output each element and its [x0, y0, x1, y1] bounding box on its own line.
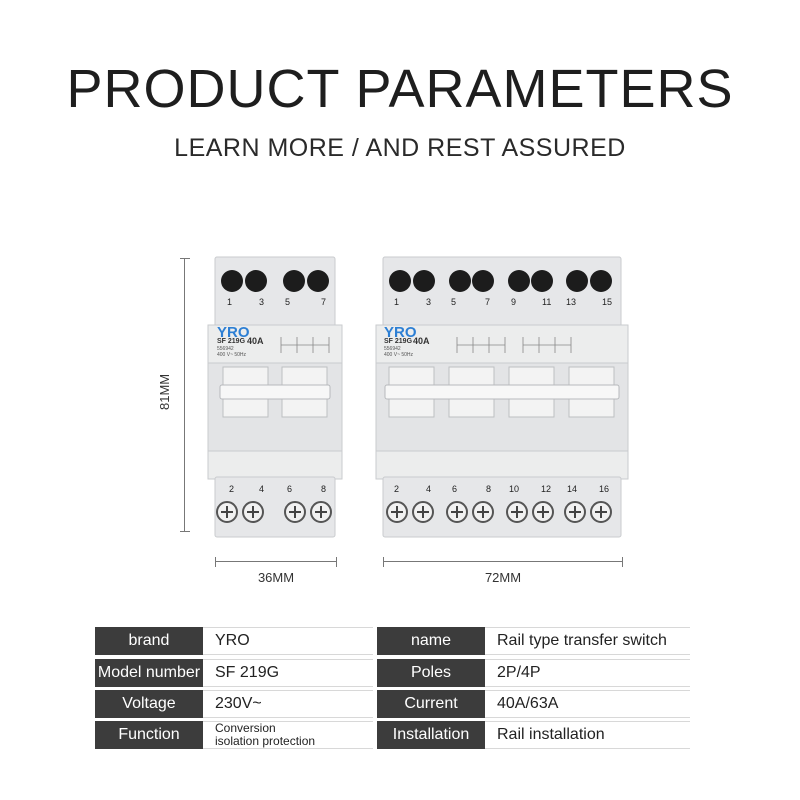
- width-2p-dimension-line: [215, 557, 337, 567]
- spec-key-voltage: Voltage: [95, 690, 203, 718]
- four-pole-switch-image: [375, 256, 629, 538]
- spec-key-current: Current: [377, 690, 485, 718]
- spec-row: Voltage 230V~ Current 40A/63A: [95, 690, 690, 718]
- four-pole-bottom-terminal-number: 4: [426, 484, 432, 494]
- spec-value-voltage: 230V~: [203, 690, 373, 718]
- spec-value-name: Rail type transfer switch: [485, 627, 690, 655]
- four-pole-voltage-text: 400 V~ 50Hz: [384, 352, 414, 358]
- four-pole-bottom-terminal-number: 16: [599, 484, 610, 494]
- two-pole-switch-image: [207, 256, 343, 538]
- spec-value-function-line2: isolation protection: [215, 734, 316, 748]
- two-pole-bottom-terminal-number: 2: [229, 484, 235, 494]
- four-pole-bottom-terminal-number: 14: [567, 484, 578, 494]
- two-pole-top-terminal-number: 1: [227, 297, 233, 307]
- two-pole-top-terminal-number: 7: [321, 297, 327, 307]
- two-pole-rating-text: 40A: [247, 336, 264, 346]
- page-subtitle: LEARN MORE / AND REST ASSURED: [174, 134, 626, 162]
- two-pole-logo: YRO: [217, 324, 250, 341]
- four-pole-rating-text: 40A: [413, 336, 430, 346]
- spec-key-poles: Poles: [377, 659, 485, 687]
- spec-row: Model number SF 219G Poles 2P/4P: [95, 659, 690, 687]
- spec-row: Function Conversion isolation protection…: [95, 721, 690, 749]
- two-pole-serial-text: 556942: [217, 346, 234, 352]
- spec-row: brand YRO name Rail type transfer switch: [95, 627, 690, 655]
- spec-value-function: Conversion isolation protection: [203, 721, 373, 749]
- four-pole-top-terminal-number: 7: [485, 297, 491, 307]
- four-pole-bottom-terminal-number: 12: [541, 484, 552, 494]
- two-pole-bottom-terminal-number: 4: [259, 484, 265, 494]
- two-pole-bottom-terminal-number: 8: [321, 484, 327, 494]
- height-dimension-label: 81MM: [157, 373, 172, 410]
- four-pole-top-terminal-number: 5: [451, 297, 457, 307]
- four-pole-top-terminal-number: 3: [426, 297, 432, 307]
- four-pole-logo: YRO: [384, 324, 417, 341]
- width-2p-dimension-label: 36MM: [257, 570, 295, 585]
- spec-value-model: SF 219G: [203, 659, 373, 687]
- spec-key-function: Function: [95, 721, 203, 749]
- spec-key-installation: Installation: [377, 721, 485, 749]
- spec-key-name: name: [377, 627, 485, 655]
- two-pole-bottom-terminal-number: 6: [287, 484, 293, 494]
- two-pole-voltage-text: 400 V~ 50Hz: [217, 352, 247, 358]
- width-4p-dimension-label: 72MM: [484, 570, 522, 585]
- page-title: PRODUCT PARAMETERS: [66, 59, 734, 119]
- four-pole-bottom-terminal-number: 8: [486, 484, 492, 494]
- two-pole-model-text: SF 219G: [217, 338, 246, 345]
- four-pole-top-terminal-number: 13: [566, 297, 577, 307]
- four-pole-model-text: SF 219G: [384, 338, 413, 345]
- spec-key-brand: brand: [95, 627, 203, 655]
- spec-value-installation: Rail installation: [485, 721, 690, 749]
- spec-value-current: 40A/63A: [485, 690, 690, 718]
- spec-value-brand: YRO: [203, 627, 373, 655]
- width-4p-dimension-line: [383, 557, 623, 567]
- spec-value-function-line1: Conversion: [215, 721, 276, 735]
- two-pole-top-terminal-number: 5: [285, 297, 291, 307]
- four-pole-top-terminal-number: 11: [542, 297, 552, 307]
- four-pole-bottom-terminal-number: 6: [452, 484, 458, 494]
- two-pole-top-terminal-number: 3: [259, 297, 265, 307]
- four-pole-top-terminal-number: 9: [511, 297, 517, 307]
- spec-value-poles: 2P/4P: [485, 659, 690, 687]
- four-pole-top-terminal-number: 1: [394, 297, 400, 307]
- height-dimension-line: [180, 258, 190, 532]
- four-pole-serial-text: 556942: [384, 346, 401, 352]
- four-pole-bottom-terminal-number: 10: [509, 484, 520, 494]
- four-pole-top-terminal-number: 15: [602, 297, 613, 307]
- spec-key-model: Model number: [95, 659, 203, 687]
- four-pole-bottom-terminal-number: 2: [394, 484, 400, 494]
